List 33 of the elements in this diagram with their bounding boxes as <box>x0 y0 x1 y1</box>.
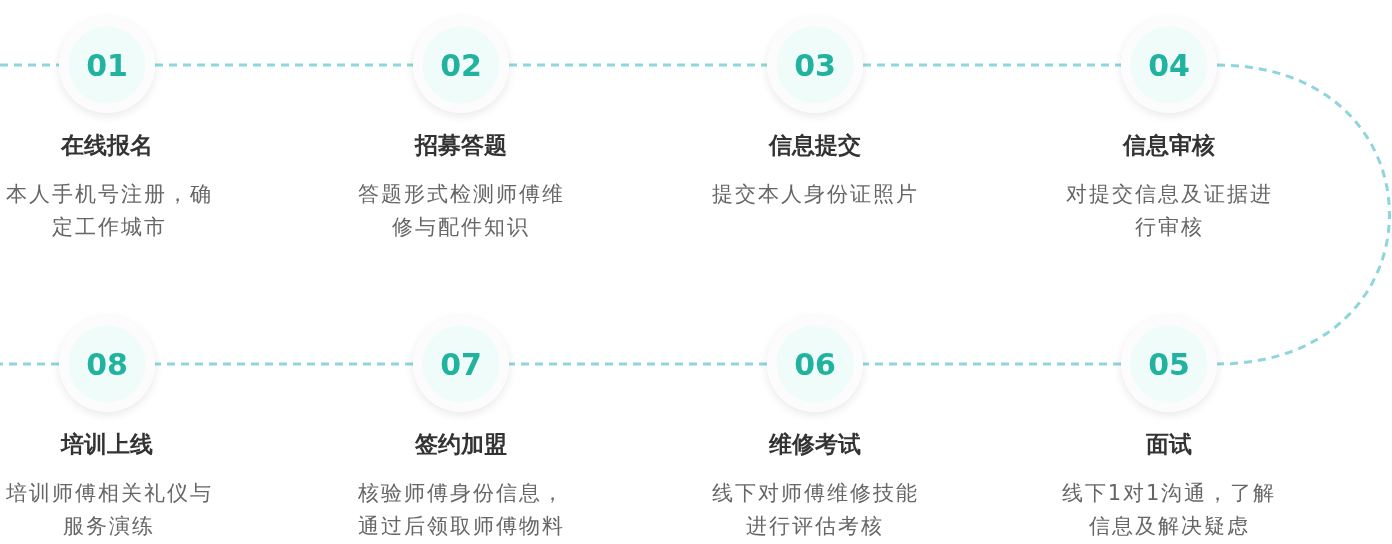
step-title: 维修考试 <box>768 430 862 459</box>
dashed-connector <box>509 362 767 366</box>
step-number: 02 <box>440 47 482 83</box>
step-description: 提交本人身份证照片 <box>710 181 920 208</box>
step-description: 线下1对1沟通，了解信息及解决疑虑 <box>1060 480 1278 540</box>
dashed-connector <box>863 362 1121 366</box>
step-title: 信息提交 <box>767 131 862 160</box>
step-title: 面试 <box>1145 430 1193 459</box>
step-description: 对提交信息及证据进行审核 <box>1064 181 1274 241</box>
step-description: 答题形式检测师傅维修与配件知识 <box>356 181 566 241</box>
dashed-connector <box>1216 63 1391 366</box>
step-number: 05 <box>1148 346 1190 382</box>
step-number: 03 <box>794 47 836 83</box>
step-title: 在线报名 <box>59 131 154 160</box>
step-number: 07 <box>440 346 482 382</box>
dashed-connector <box>0 63 59 67</box>
step-title: 培训上线 <box>59 430 154 459</box>
step-number: 01 <box>86 47 128 83</box>
step-description: 培训师傅相关礼仪与服务演练 <box>4 480 214 540</box>
step-description: 核验师傅身份信息，通过后领取师傅物料 <box>356 480 566 540</box>
step-number: 08 <box>86 346 128 382</box>
step-title: 招募答题 <box>413 131 508 160</box>
step-number: 04 <box>1148 47 1190 83</box>
dashed-connector <box>155 362 413 366</box>
step-number: 06 <box>794 346 836 382</box>
step-title: 信息审核 <box>1121 131 1216 160</box>
step-description: 本人手机号注册，确定工作城市 <box>4 181 214 241</box>
dashed-connector <box>863 63 1121 67</box>
dashed-connector <box>509 63 767 67</box>
step-title: 签约加盟 <box>414 430 508 459</box>
dashed-connector <box>155 63 413 67</box>
dashed-connector <box>0 362 59 366</box>
step-description: 线下对师傅维修技能进行评估考核 <box>710 480 920 540</box>
